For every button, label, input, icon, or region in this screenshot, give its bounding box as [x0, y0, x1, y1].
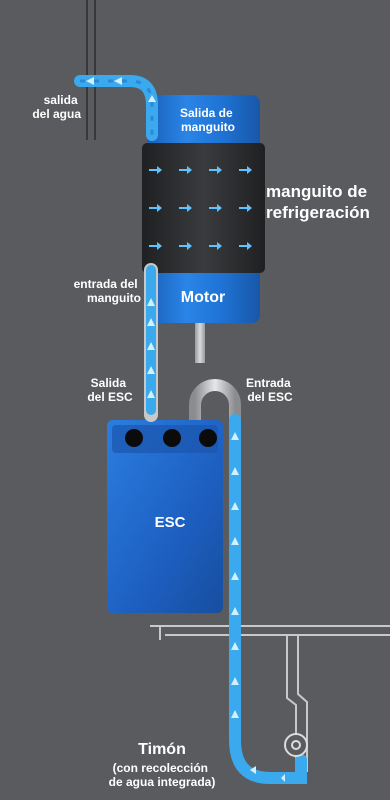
label-esc-outlet-2: del ESC [87, 390, 133, 404]
water-tube-rudder-to-esc [229, 414, 307, 784]
top-mount-frame [86, 0, 96, 140]
arrow-icon [149, 204, 162, 212]
arrow-icon [231, 432, 239, 440]
esc-connector-3 [199, 429, 217, 447]
label-sleeve-outlet-1: Salida de [180, 106, 233, 120]
arrow-icon [239, 166, 252, 174]
esc-unit [107, 420, 223, 613]
arrow-icon [281, 774, 285, 782]
svg-text:Salida de manguito: Salida de manguito [180, 106, 236, 134]
svg-text:entrada del manguito: entrada del manguito [74, 277, 141, 305]
label-rudder-sub-2: de agua integrada) [109, 775, 216, 789]
arrow-icon [250, 766, 256, 774]
label-water-outlet-1: salida [44, 93, 78, 107]
svg-text:Salida del ESC: Salida del ESC [87, 376, 133, 404]
arrow-icon [149, 166, 162, 174]
arrow-icon [231, 607, 239, 615]
svg-text:Entrada del ESC: Entrada del ESC [246, 376, 294, 404]
label-esc-outlet-1: Salida [91, 376, 127, 390]
arrow-icon [147, 390, 155, 398]
label-rudder-title: Timón [138, 741, 186, 758]
label-rudder-sub-1: (con recolección [113, 761, 208, 775]
arrow-icon [147, 366, 155, 374]
arrow-icon [231, 677, 239, 685]
rudder-mount-frame [150, 625, 390, 772]
water-tube-outlet [74, 75, 158, 141]
arrow-icon [231, 467, 239, 475]
label-cooling-sleeve-2: refrigeración [266, 203, 370, 222]
arrow-icon [231, 572, 239, 580]
arrow-icon [209, 166, 222, 174]
esc-inlet-loop [189, 379, 241, 420]
arrow-icon [147, 318, 155, 326]
arrow-icon [239, 204, 252, 212]
label-sleeve-inlet-1: entrada del [74, 277, 138, 291]
label-esc-inlet-1: Entrada [246, 376, 291, 390]
arrow-icon [86, 77, 94, 85]
arrow-icon [231, 502, 239, 510]
arrow-icon [179, 242, 192, 250]
arrow-icon [149, 242, 162, 250]
arrow-icon [231, 642, 239, 650]
arrow-icon [179, 204, 192, 212]
arrow-icon [147, 298, 155, 306]
esc-connector-1 [125, 429, 143, 447]
label-cooling-sleeve-1: manguito de [266, 182, 367, 201]
arrow-icon [147, 342, 155, 350]
label-sleeve-outlet-2: manguito [181, 120, 235, 134]
arrow-icon [179, 166, 192, 174]
label-motor: Motor [181, 289, 225, 306]
arrow-icon [114, 77, 122, 85]
arrow-icon [209, 242, 222, 250]
arrow-icon [231, 710, 239, 718]
svg-text:manguito de refrigeración: manguito de refrigeración [266, 182, 372, 222]
arrow-icon [239, 242, 252, 250]
arrow-icon [148, 95, 156, 102]
cooling-sleeve [142, 143, 265, 273]
label-water-outlet-2: del agua [32, 107, 81, 121]
esc-connector-2 [163, 429, 181, 447]
label-sleeve-inlet-2: manguito [87, 291, 141, 305]
arrow-icon [209, 204, 222, 212]
label-esc-inlet-2: del ESC [247, 390, 293, 404]
pivot-icon [284, 733, 308, 757]
tube-flow-arrows [86, 77, 285, 782]
svg-text:(con recolección de agua i: (con recolección de agua integrada) [109, 761, 216, 789]
motor-shaft [195, 323, 205, 363]
label-esc: ESC [155, 514, 186, 531]
svg-text:salida del agua: salida del agua [32, 93, 81, 121]
arrow-icon [231, 537, 239, 545]
sleeve-flow-arrows [149, 166, 252, 250]
